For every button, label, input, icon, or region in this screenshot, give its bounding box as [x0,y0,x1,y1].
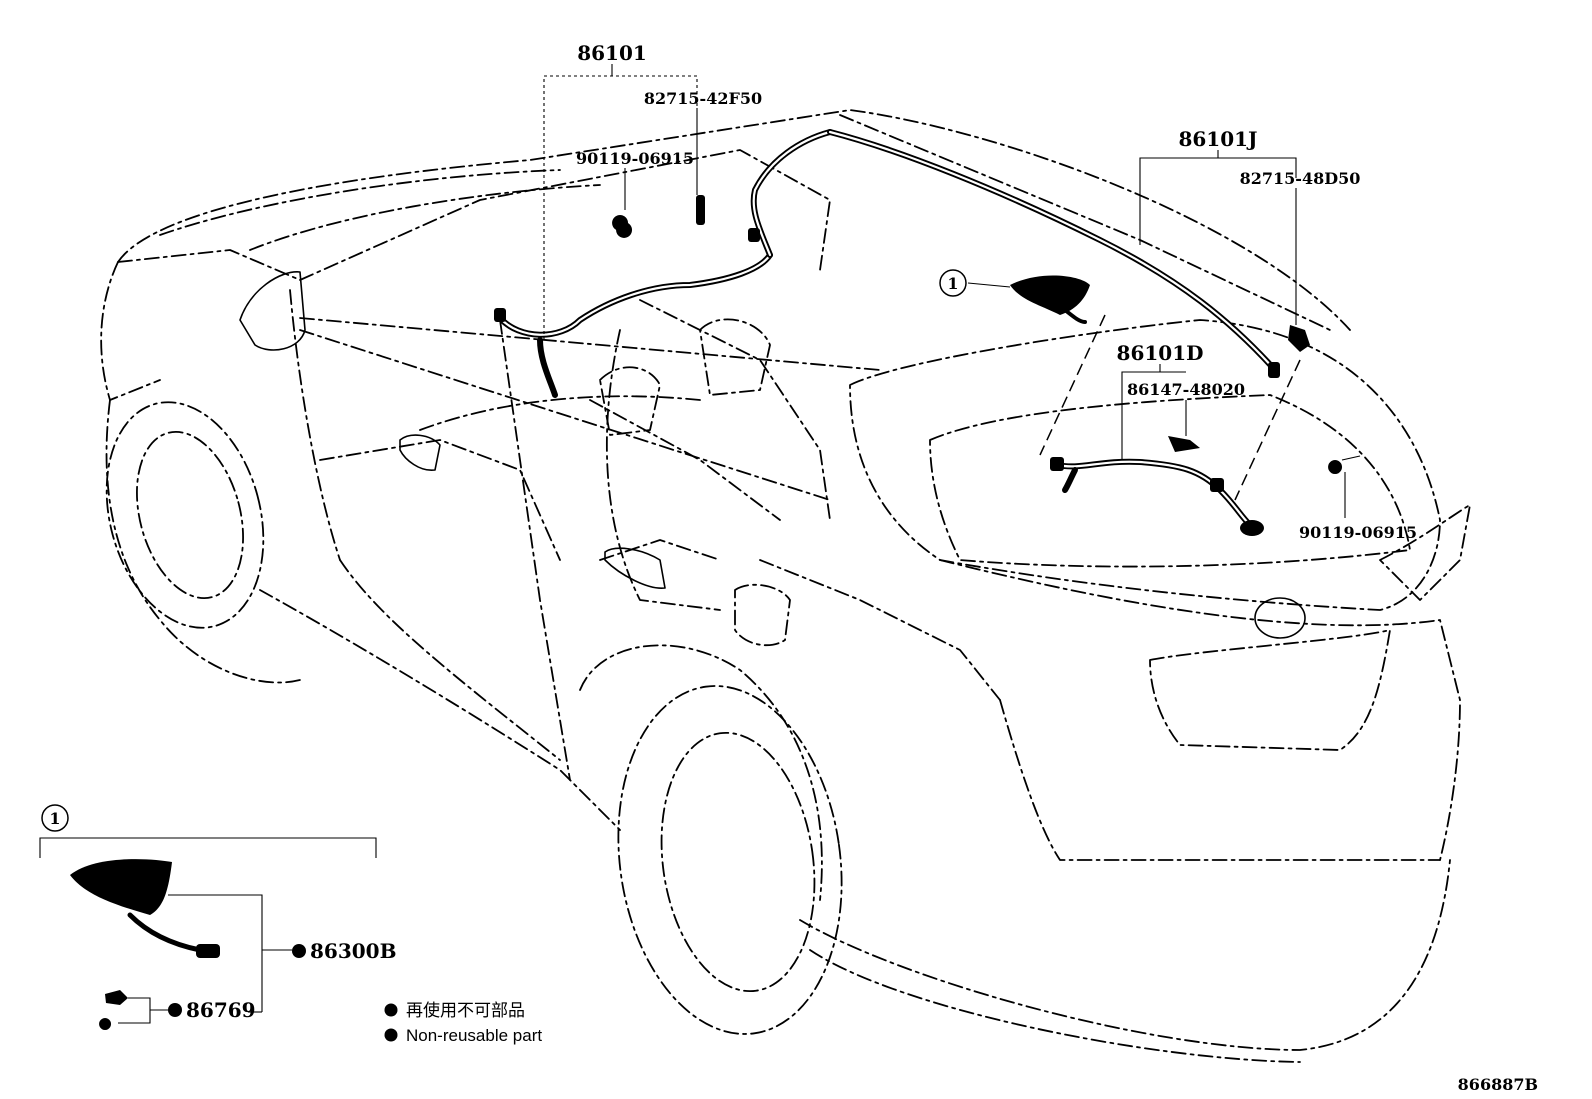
label-harness-j: 86101J [1178,127,1257,151]
inset-ref-circle [41,804,69,832]
inset-ref-label: 1 [49,809,60,828]
callout-line-right [1234,359,1301,501]
roof-antenna-drawing [1010,275,1090,324]
harness-86101D-drawing [616,222,1361,536]
leader-lines [543,64,1346,518]
callout-line-left [1039,314,1106,456]
legend-bullet-en [384,1028,398,1042]
legend-bullet-jp [384,1003,398,1017]
label-nut: 86769 [186,998,256,1022]
legend-text-jp: 再使用不可部品 [406,1000,525,1020]
label-bolt-front: 90119-06915 [576,149,694,168]
legend-text-en: Non-reusable part [406,1026,542,1045]
inset-detail [39,837,377,1030]
diagram-id: 866887B [1458,1075,1538,1094]
label-sub-harness: 86147-48020 [1127,380,1245,399]
callout-ref-label: 1 [947,274,958,293]
label-antenna: 86300B [310,939,396,963]
vehicle-outline [100,109,1471,1063]
label-harness-main: 86101 [577,41,647,65]
callout-circle [939,269,967,297]
label-clamp-rear: 82715-48D50 [1240,169,1361,188]
label-clamp-front: 82715-42F50 [644,89,762,108]
label-bolt-rear: 90119-06915 [1299,523,1417,542]
legend: 再使用不可部品 Non-reusable part [384,1000,542,1045]
label-harness-d: 86101D [1117,341,1204,365]
harness-86101J-drawing [827,129,1310,378]
